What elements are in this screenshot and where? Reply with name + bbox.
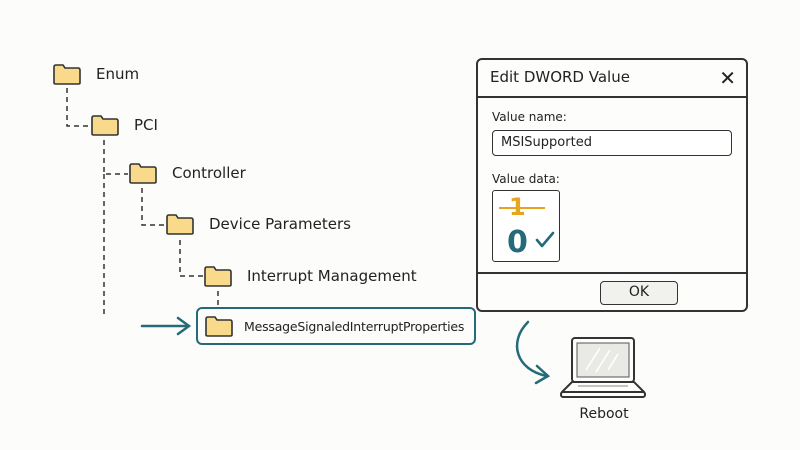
folder-icon <box>166 214 194 235</box>
laptop-icon <box>560 337 646 398</box>
tree-node-label: Device Parameters <box>209 215 351 233</box>
tree-node-pci[interactable]: PCI <box>90 109 158 141</box>
tree-node-label: PCI <box>134 116 158 134</box>
tree-node-msi-properties[interactable]: MessageSignaledInterruptProperties <box>196 307 477 345</box>
folder-icon <box>205 316 233 337</box>
connector-controller-device <box>141 188 165 226</box>
edit-dword-dialog: Edit DWORD Value ✕ Value name: MSISuppor… <box>476 58 748 312</box>
reboot-arrow <box>515 320 551 385</box>
folder-icon <box>91 115 119 136</box>
title-divider <box>478 96 746 98</box>
connector-device-interrupt <box>179 240 203 277</box>
tree-node-controller[interactable]: Controller <box>128 157 246 189</box>
connector-pci-controller <box>103 140 128 175</box>
value-data-field[interactable]: 1 0 <box>492 190 560 262</box>
tree-node-device-parameters[interactable]: Device Parameters <box>165 208 351 240</box>
value-name-label: Value name: <box>492 110 567 124</box>
value-name-field[interactable]: MSISupported <box>492 130 732 156</box>
folder-icon <box>129 163 157 184</box>
pointer-arrow <box>140 316 192 336</box>
folder-icon <box>53 64 81 85</box>
folder-icon <box>204 266 232 287</box>
connector-enum-pci <box>66 88 90 127</box>
ok-button[interactable]: OK <box>600 281 678 305</box>
value-data-label: Value data: <box>492 172 560 186</box>
strikethrough <box>499 207 545 209</box>
tree-node-label: Interrupt Management <box>247 267 417 285</box>
tree-node-label: Controller <box>172 164 246 182</box>
tree-node-enum[interactable]: Enum <box>52 58 139 90</box>
tree-node-interrupt-management[interactable]: Interrupt Management <box>203 260 417 292</box>
new-value: 0 <box>507 225 528 260</box>
tree-node-label: Enum <box>96 65 140 83</box>
close-icon[interactable]: ✕ <box>719 66 736 90</box>
reboot-label: Reboot <box>579 406 629 422</box>
check-icon <box>535 231 555 248</box>
tree-node-label: MessageSignaledInterruptProperties <box>244 318 465 334</box>
button-divider <box>478 272 746 274</box>
dialog-title: Edit DWORD Value <box>490 68 630 86</box>
